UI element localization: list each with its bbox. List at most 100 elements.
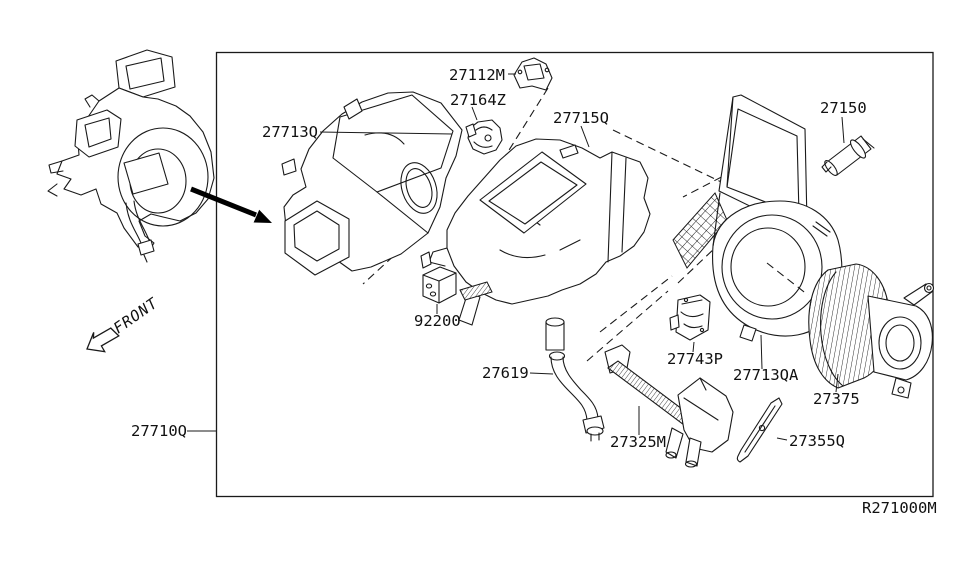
case-oval-hole-inner [405,168,433,208]
leader-line-27715q [580,125,590,148]
motor-end-cap-inner [885,324,915,362]
heater-right-fin [607,151,627,263]
mode-actuator-hole [683,297,689,303]
core-pipe [665,427,684,459]
thumbnail-drain-hose [125,200,150,244]
part-drawing-27715q [420,138,651,351]
part-label-92200: 92200 [414,312,461,330]
part-label-27743p: 27743P [667,350,723,368]
actuator-detail [473,126,493,148]
figure-frame [215,51,934,498]
detail-arrow [190,186,272,223]
dashed-guide-line [677,246,717,284]
leader-line-27713qa [760,334,763,370]
heater-body [446,138,651,305]
core-tank-edges [683,377,719,421]
part-label-27150: 27150 [820,99,867,117]
leader-line-27355q [776,437,788,441]
housing-foot [739,324,757,342]
case-top-curve [364,132,405,145]
hose-top-flange [548,351,566,361]
core-pipe [685,437,702,467]
hose-foot-tip [590,432,600,442]
mode-actuator-detail [680,299,704,329]
case-duct-opening [293,210,340,262]
mode-actuator-hole [699,327,705,333]
leader-line-27713q [319,131,453,135]
core-pipe-end [684,460,698,468]
mesh-panel [672,192,728,269]
thumbnail-hose-tip [143,254,148,263]
thumbnail-hose-end [137,239,155,256]
part-label-27715q: 27715Q [553,109,609,127]
case-left-flange [281,158,297,176]
part-label-27375: 27375 [813,390,860,408]
core-pipe-end [665,451,677,459]
case-top-frame [332,94,454,193]
part-drawing-27325m [604,344,734,468]
intake-panel-fold [726,96,734,188]
part-label-27713qa: 27713QA [733,366,799,384]
thumbnail-blower-housing [117,127,209,227]
actuator-tab [465,123,477,138]
part-drawing-27150 [821,135,875,176]
case-edge-line [376,191,429,234]
block-hole [425,283,433,289]
part-labels: 27710Q 27713Q 27112M 27164Z 27715Q 27150… [131,66,867,451]
part-label-27713q: 27713Q [262,123,318,141]
bracket-web [523,63,545,81]
heater-window-inner [488,161,578,225]
thumbnail-left-bracket [47,160,64,197]
part-drawing-27743p [669,294,711,341]
thumbnail-top-duct-opening [125,57,165,90]
thumbnail-side-duct-opening [84,117,112,148]
assembled-unit-thumbnail [47,49,215,263]
part-label-27710q: 27710Q [131,422,187,440]
bracket-hole [517,69,523,75]
part-label-27164z: 27164Z [450,91,506,109]
front-arrow [86,327,120,353]
part-drawing-27713q [281,91,463,276]
part-drawing-27375 [808,263,935,399]
mesh-filter-screen [672,192,728,269]
blower-ring-outer [721,214,823,320]
blower-ring-inner [730,227,806,307]
part-drawing-27355q [736,397,783,463]
heater-top-tab [559,144,579,159]
bracket-hole [544,67,550,73]
part-label-27112m: 27112M [449,66,505,84]
part-label-27619: 27619 [482,364,529,382]
duct-tube-flange [849,139,867,159]
part-drawing-27619 [548,351,605,442]
motor-end-cap [878,316,922,370]
actuator-shaft [484,134,492,142]
thumbnail-top-nub [84,94,100,108]
dashed-guide-line [682,170,734,198]
fan-drum [808,263,891,389]
fan-drum-rim [820,271,844,387]
housing-edge [712,192,721,247]
leader-line-27150 [841,116,845,144]
motor-foot-hole [897,386,905,394]
leader-line-27375 [835,373,839,393]
part-label-27325m: 27325M [610,433,666,451]
case-duct [284,200,350,276]
block-edges [422,272,457,304]
hose-tube [550,356,599,421]
dashed-guide-line [612,129,741,192]
hose-foot-cap [586,426,604,436]
block-hole [429,291,437,297]
case-top-tab [343,98,363,120]
mode-actuator-tab [669,314,680,331]
motor-bracket-hole [926,285,932,291]
heater-grip-bar [459,281,493,301]
part-drawing-92200 [422,266,457,304]
leader-line-27619 [529,372,554,375]
leader-line-27164z [471,106,478,121]
heater-arm-tab [420,251,432,269]
thumbnail-window [123,152,169,195]
leader-line-27743p [692,341,695,353]
leader-lines [187,73,845,441]
